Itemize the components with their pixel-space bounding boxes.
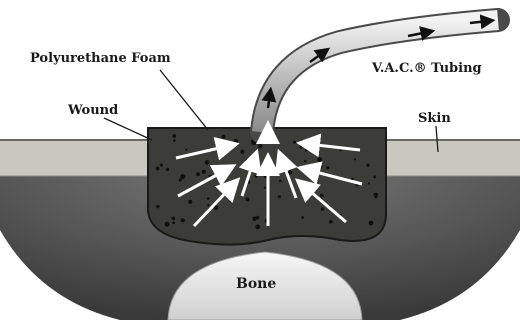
- tubing-label: V.A.C.® Tubing: [371, 61, 482, 76]
- foam-pore: [264, 187, 266, 189]
- foam-pore: [255, 175, 258, 178]
- foam-pore: [354, 158, 356, 160]
- foam-pore: [188, 200, 192, 204]
- foam-pore: [279, 180, 282, 183]
- wound-label: Wound: [67, 103, 118, 118]
- foam-pore: [185, 149, 187, 151]
- foam-pore: [202, 170, 206, 174]
- foam-pore: [173, 139, 176, 142]
- foam-pore: [300, 146, 303, 149]
- foam-pore: [293, 141, 296, 144]
- foam-pore: [375, 196, 377, 198]
- foam-pore: [179, 178, 182, 181]
- bone-label: Bone: [236, 276, 276, 292]
- foam-pore: [373, 175, 376, 178]
- foam-pore: [207, 204, 209, 206]
- foam-pore: [252, 217, 256, 221]
- foam-pore: [276, 165, 278, 167]
- foam-pore: [301, 216, 304, 219]
- foam-pore: [300, 140, 304, 144]
- foam-pore: [272, 163, 274, 165]
- foam-leader-line: [160, 70, 208, 130]
- foam-pore: [160, 164, 163, 167]
- foam-pore: [172, 134, 176, 138]
- foam-pore: [278, 195, 281, 198]
- foam-pore: [207, 197, 210, 200]
- foam-pore: [320, 194, 324, 198]
- foam-pore: [165, 222, 170, 227]
- foam-pore: [222, 135, 226, 139]
- foam-pore: [339, 149, 341, 151]
- foam-label: Polyurethane Foam: [30, 51, 171, 66]
- foam-pore: [366, 164, 369, 167]
- foam-pore: [156, 167, 160, 171]
- foam-pore: [258, 144, 263, 149]
- foam-pore: [255, 224, 260, 229]
- foam-pore: [156, 205, 159, 208]
- foam-pore: [305, 149, 308, 152]
- foam-pore: [172, 222, 175, 225]
- foam-pore: [321, 207, 325, 211]
- foam-pore: [329, 220, 333, 224]
- foam-pore: [326, 166, 329, 169]
- foam-pore: [240, 150, 244, 154]
- foam-pore: [368, 182, 370, 184]
- foam-pore: [318, 164, 323, 169]
- foam-pore: [166, 168, 169, 171]
- foam-pore: [245, 159, 250, 164]
- foam-pore: [172, 217, 176, 221]
- foam-pore: [304, 160, 307, 163]
- foam-pore: [246, 197, 250, 201]
- foam-pore: [317, 157, 322, 162]
- foam-pore: [233, 139, 238, 144]
- skin-label: Skin: [418, 111, 451, 126]
- foam-pore: [181, 218, 185, 222]
- foam-pore: [196, 172, 200, 176]
- foam-pore: [369, 221, 374, 226]
- wound-leader-line: [104, 118, 152, 140]
- foam-pore: [205, 160, 210, 165]
- foam-pore: [180, 174, 185, 179]
